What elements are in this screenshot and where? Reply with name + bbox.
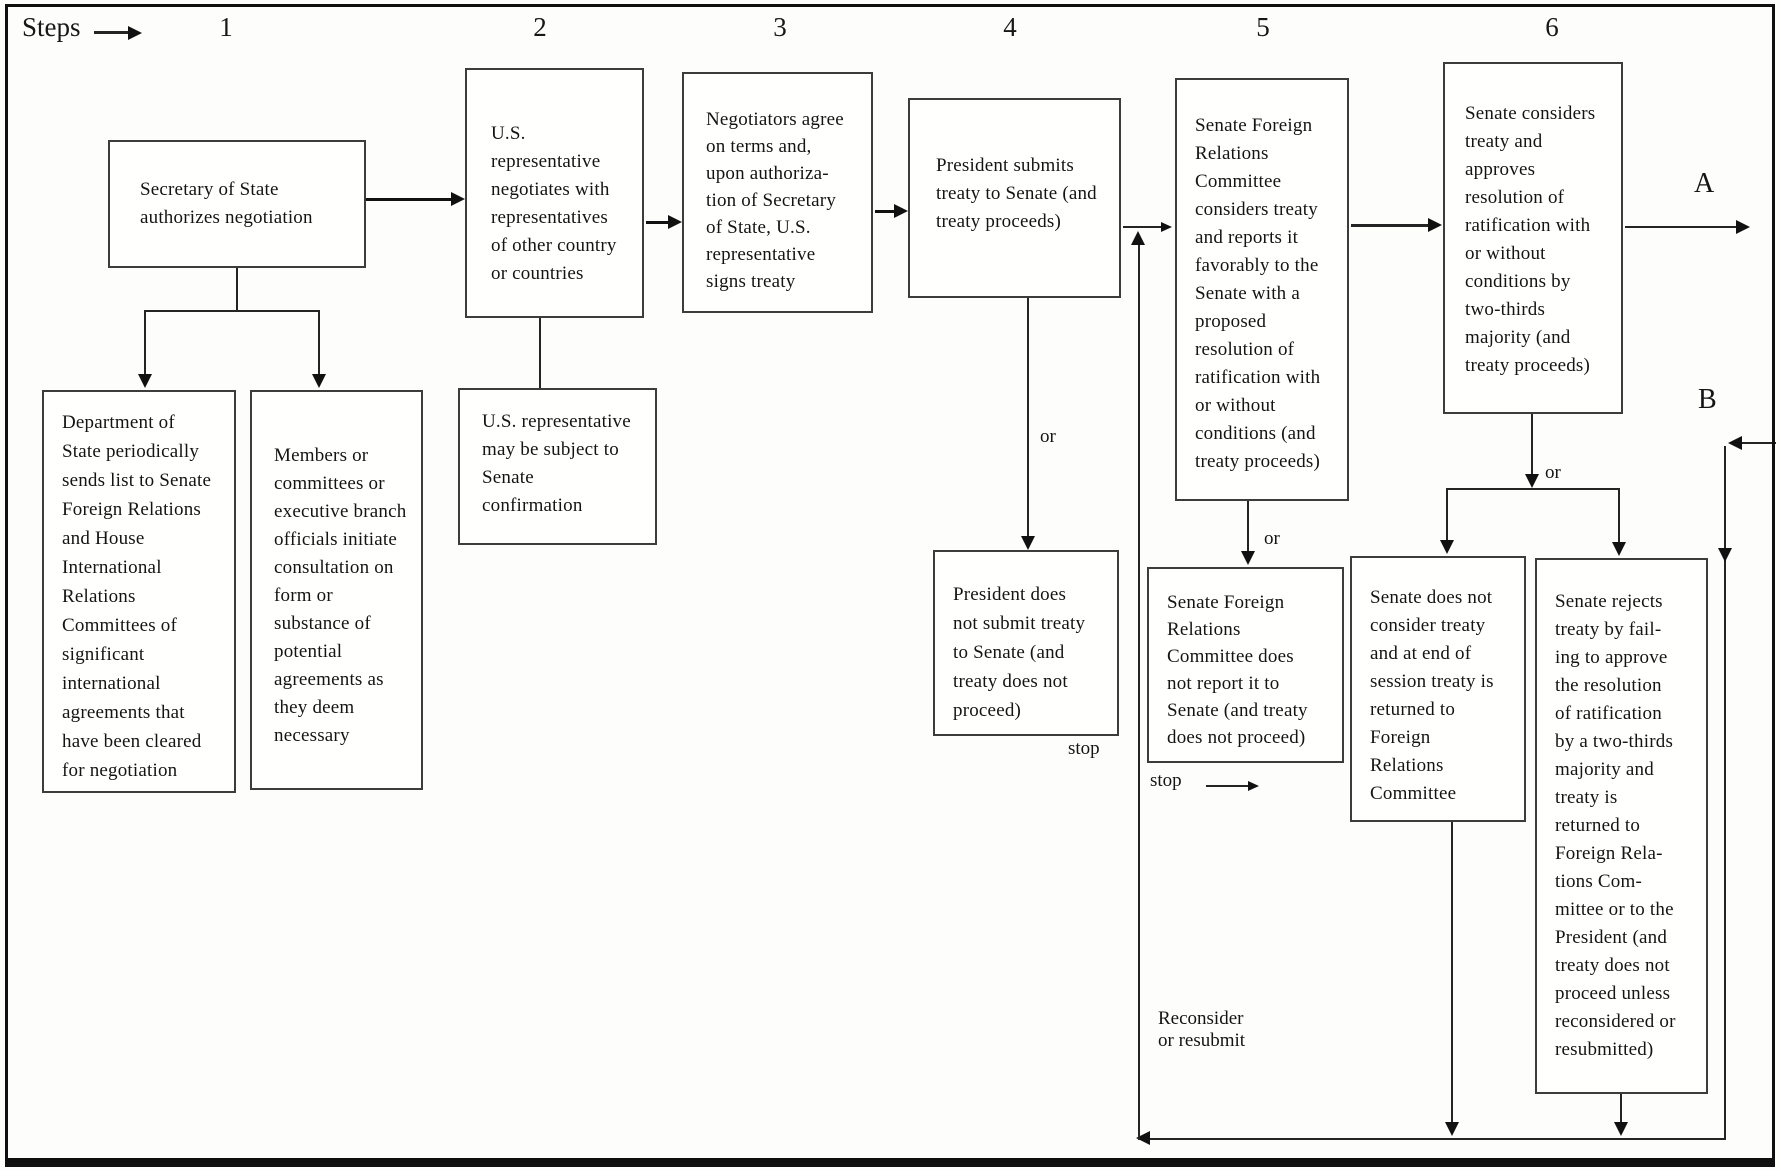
arrowhead-reconsider-up-icon xyxy=(1131,231,1145,245)
connector-exit-a xyxy=(1625,226,1737,228)
reconsider-label: Reconsider or resubmit xyxy=(1158,1008,1246,1051)
box-dept-state-list: Department of State periodically sends l… xyxy=(42,390,236,793)
connector-box1-box2 xyxy=(366,198,454,201)
steps-arrowhead-icon xyxy=(128,26,142,40)
box-president-not-submit: President does not submit treaty to Sena… xyxy=(933,550,1119,736)
arrowhead-split-left-icon xyxy=(138,374,152,388)
arrowhead-stop-committee-icon xyxy=(1248,781,1259,791)
stop-label-president: stop xyxy=(1068,738,1100,759)
step-number-3: 3 xyxy=(773,12,787,42)
arrowhead-box4-box5-icon xyxy=(1161,222,1172,232)
arrowhead-rejects-bottom-icon xyxy=(1614,1122,1628,1136)
box-senate-rejects: Senate rejects treaty by fail- ing to ap… xyxy=(1535,558,1708,1094)
steps-label: Steps xyxy=(22,12,81,42)
arrowhead-split-rejects-icon xyxy=(1612,542,1626,556)
or-label-after-senate: or xyxy=(1545,462,1561,483)
arrowhead-entry-b-down-icon xyxy=(1718,548,1732,562)
arrowhead-box6-split-icon xyxy=(1525,474,1539,488)
connector-split-right xyxy=(318,310,320,376)
step-number-6: 6 xyxy=(1545,12,1559,42)
connector-box4-notsubmit xyxy=(1027,298,1029,538)
connector-split-notconsider xyxy=(1446,488,1448,542)
connector-box4-box5 xyxy=(1123,226,1161,228)
connector-box5-notreport xyxy=(1247,501,1249,553)
arrowhead-box5-notreport-icon xyxy=(1241,551,1255,565)
arrowhead-box1-box2-icon xyxy=(451,192,465,206)
connector-box2-box3 xyxy=(646,221,670,224)
or-label-after-committee: or xyxy=(1264,528,1280,549)
box-secretary-authorizes: Secretary of State authorizes negotiatio… xyxy=(108,140,366,268)
connector-stop-committee xyxy=(1206,785,1250,787)
connector-box5-box6 xyxy=(1351,224,1429,227)
step-number-4: 4 xyxy=(1003,12,1017,42)
connector-box6-stub xyxy=(1531,414,1533,478)
connector-split-rejects xyxy=(1618,488,1620,544)
or-label-after-submit: or xyxy=(1040,426,1056,447)
arrowhead-box5-box6-icon xyxy=(1428,218,1442,232)
connector-notconsider-bottom xyxy=(1451,822,1453,1126)
box-members-consult: Members or committees or executive branc… xyxy=(250,390,423,790)
exit-a-label: A xyxy=(1694,168,1715,199)
box-president-submits: President submits treaty to Senate (and … xyxy=(908,98,1121,298)
box-sfrc-reports: Senate Foreign Relations Committee consi… xyxy=(1175,78,1349,501)
arrowhead-entry-b-icon xyxy=(1728,436,1742,450)
step-number-2: 2 xyxy=(533,12,547,42)
stop-label-committee: stop xyxy=(1150,770,1182,791)
arrowhead-box3-box4-icon xyxy=(894,204,908,218)
arrowhead-split-notconsider-icon xyxy=(1440,540,1454,554)
connector-box6-split xyxy=(1446,488,1620,490)
steps-arrow xyxy=(94,31,130,34)
connector-box2-confirmation xyxy=(539,318,541,388)
box-negotiators-agree: Negotiators agree on terms and, upon aut… xyxy=(682,72,873,313)
arrowhead-exit-a-icon xyxy=(1736,220,1750,234)
arrowhead-notconsider-bottom-icon xyxy=(1445,1122,1459,1136)
connector-box1-stub xyxy=(236,268,238,312)
arrowhead-box4-notsubmit-icon xyxy=(1021,536,1035,550)
connector-split-left xyxy=(144,310,146,376)
box-us-rep-negotiates: U.S. representative negotiates with repr… xyxy=(465,68,644,318)
box-sfrc-not-report: Senate Foreign Relations Committee does … xyxy=(1147,567,1344,763)
connector-box3-box4 xyxy=(875,210,897,213)
box-senate-approves: Senate considers treaty and approves res… xyxy=(1443,62,1623,414)
connector-reconsider-up xyxy=(1138,244,1140,1140)
exit-b-label: B xyxy=(1698,384,1717,415)
connector-box1-split xyxy=(144,310,320,312)
box-senate-not-consider: Senate does not consider treaty and at e… xyxy=(1350,556,1526,822)
arrowhead-split-right-icon xyxy=(312,374,326,388)
connector-bottom-return xyxy=(1148,1138,1726,1140)
box-us-rep-confirmation: U.S. representative may be subject to Se… xyxy=(458,388,657,545)
connector-entry-b-down xyxy=(1724,446,1726,1140)
arrowhead-box2-box3-icon xyxy=(668,215,682,229)
step-number-5: 5 xyxy=(1256,12,1270,42)
step-number-1: 1 xyxy=(219,12,233,42)
connector-entry-b xyxy=(1742,442,1776,444)
connector-rejects-bottom xyxy=(1620,1094,1622,1126)
